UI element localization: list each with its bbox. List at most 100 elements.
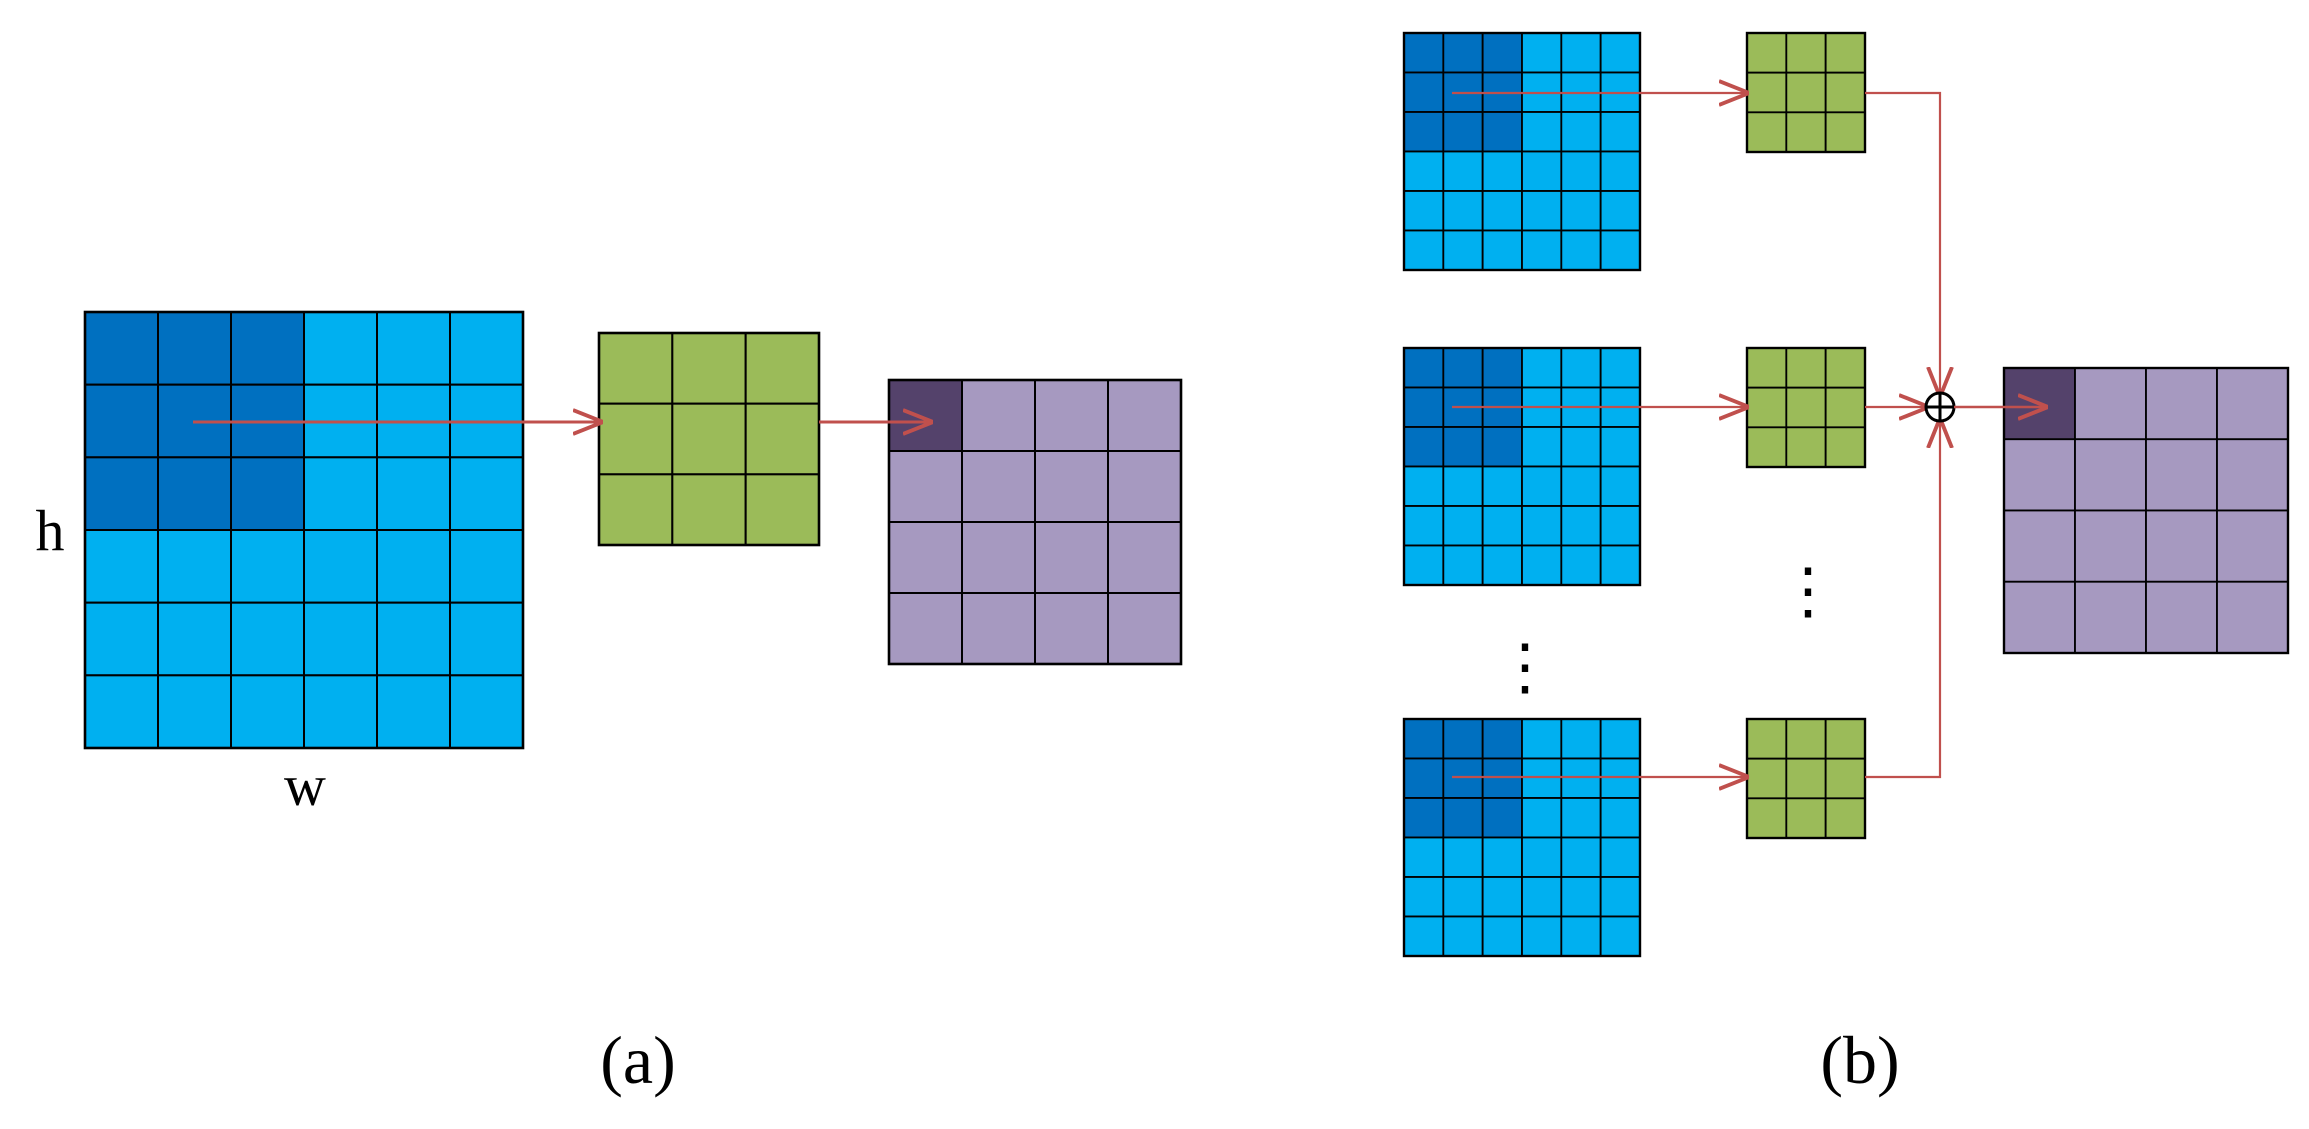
input-feature-map-cell	[230, 529, 305, 604]
input-channel-3-cell	[1442, 797, 1484, 839]
output-feature-map-b-cell	[2003, 367, 2076, 441]
input-channel-2-cell	[1442, 505, 1484, 547]
input-channel-3-cell	[1481, 757, 1523, 799]
convolution-kernel-cell	[671, 473, 747, 547]
input-feature-map-cell	[84, 311, 159, 386]
kernel-2-cell	[1785, 386, 1827, 429]
convolution-kernel-border	[597, 331, 821, 547]
input-channel-2-cell	[1481, 505, 1523, 547]
input-channel-1-cell	[1442, 190, 1484, 232]
input-channel-2-cell	[1442, 465, 1484, 507]
input-channel-1-cell	[1481, 190, 1523, 232]
input-feature-map-cell	[376, 601, 451, 677]
input-channel-1	[1402, 31, 1642, 272]
output-feature-map-cell	[961, 450, 1036, 523]
input-channel-1-cell	[1403, 229, 1445, 271]
input-channel-1-cell	[1403, 150, 1445, 192]
input-channel-1-cell	[1560, 150, 1602, 192]
input-channel-3-cell	[1521, 797, 1563, 839]
input-feature-map-cell	[157, 674, 232, 749]
output-feature-map-b-cell	[2145, 438, 2218, 512]
kernel-1-cell	[1824, 71, 1866, 114]
input-channel-1-cell	[1521, 111, 1563, 153]
input-channel-3-cell	[1560, 876, 1602, 918]
panel-a	[83, 310, 1183, 750]
input-channel-1-cell	[1521, 32, 1563, 74]
input-channel-1-cell	[1442, 229, 1484, 271]
input-channel-2-cell	[1481, 426, 1523, 468]
output-feature-map-b	[2002, 366, 2290, 655]
width-label: w	[284, 753, 326, 818]
kernel-2-cell	[1746, 347, 1788, 389]
output-feature-map-cell	[1034, 379, 1109, 452]
input-channel-3-cell	[1521, 876, 1563, 918]
input-feature-map-cell	[157, 456, 232, 532]
input-channel-1-cell	[1403, 190, 1445, 232]
input-channel-1-cell	[1560, 229, 1602, 271]
kernel-2-cell	[1785, 426, 1827, 468]
input-channel-1-cell	[1403, 71, 1445, 113]
input-feature-map-cell	[84, 529, 159, 604]
input-feature-map-cell	[303, 529, 378, 604]
input-channel-3-cell	[1481, 876, 1523, 918]
input-channel-1-cell	[1560, 190, 1602, 232]
input-channel-3-cell	[1403, 915, 1445, 957]
input-channel-3-cell	[1521, 836, 1563, 878]
input-channel-1-cell	[1599, 190, 1641, 232]
input-channel-1-cell	[1599, 32, 1641, 74]
input-channel-3-cell	[1599, 757, 1641, 799]
input-channel-2-cell	[1481, 347, 1523, 389]
output-feature-map-b-cell	[2216, 509, 2289, 583]
input-feature-map-cell	[84, 674, 159, 749]
input-feature-map-cell	[303, 601, 378, 677]
output-feature-map-cell	[1107, 379, 1182, 452]
input-feature-map-cell	[376, 456, 451, 532]
input-channel-3-cell	[1442, 757, 1484, 799]
height-label: h	[36, 498, 65, 563]
panel-b	[1402, 31, 2290, 958]
output-feature-map-b-cell	[2074, 580, 2147, 654]
input-feature-map-cell	[449, 456, 524, 532]
input-channel-2-cell	[1403, 544, 1445, 586]
input-feature-map-cell	[84, 383, 159, 459]
panel-b-label: (b)	[1820, 1022, 1899, 1098]
input-channel-3-cell	[1560, 718, 1602, 760]
input-channel-3-cell	[1442, 836, 1484, 878]
kernel-1	[1745, 31, 1867, 154]
input-channel-2-cell	[1599, 347, 1641, 389]
input-feature-map-cell	[230, 456, 305, 532]
input-channel-2-cell	[1521, 426, 1563, 468]
kernel-3-cell	[1824, 718, 1866, 760]
input-channel-1-cell	[1442, 150, 1484, 192]
output-feature-map-b-cell	[2145, 509, 2218, 583]
input-feature-map-cell	[157, 311, 232, 386]
kernel-2-cell	[1824, 347, 1866, 389]
output-feature-map-cell	[1034, 521, 1109, 594]
input-channel-3-cell	[1403, 797, 1445, 839]
input-channel-2-cell	[1481, 544, 1523, 586]
input-channel-3-cell	[1521, 915, 1563, 957]
convolution-kernel-cell	[598, 332, 674, 405]
output-feature-map-cell	[1107, 450, 1182, 523]
input-channel-1-cell	[1442, 111, 1484, 153]
convolution-kernel	[597, 331, 821, 547]
input-channel-2-cell	[1403, 426, 1445, 468]
input-channel-2-cell	[1560, 347, 1602, 389]
input-channel-2-cell	[1403, 465, 1445, 507]
input-channel-3-cell	[1599, 836, 1641, 878]
output-feature-map-border	[887, 378, 1183, 666]
input-channel-2-cell	[1560, 465, 1602, 507]
input-channel-2-cell	[1599, 465, 1641, 507]
kernel-3-cell	[1746, 718, 1788, 760]
input-feature-map-cell	[376, 311, 451, 386]
convolution-kernel-cell	[671, 402, 747, 476]
kernel-2-cell	[1746, 386, 1788, 429]
input-feature-map-cell	[449, 311, 524, 386]
kernel-2-cell	[1746, 426, 1788, 468]
input-channel-1-cell	[1521, 150, 1563, 192]
output-feature-map-cell	[1034, 450, 1109, 523]
input-channel-1-cell	[1481, 229, 1523, 271]
input-channel-2-cell	[1403, 347, 1445, 389]
output-feature-map-cell	[888, 592, 963, 665]
